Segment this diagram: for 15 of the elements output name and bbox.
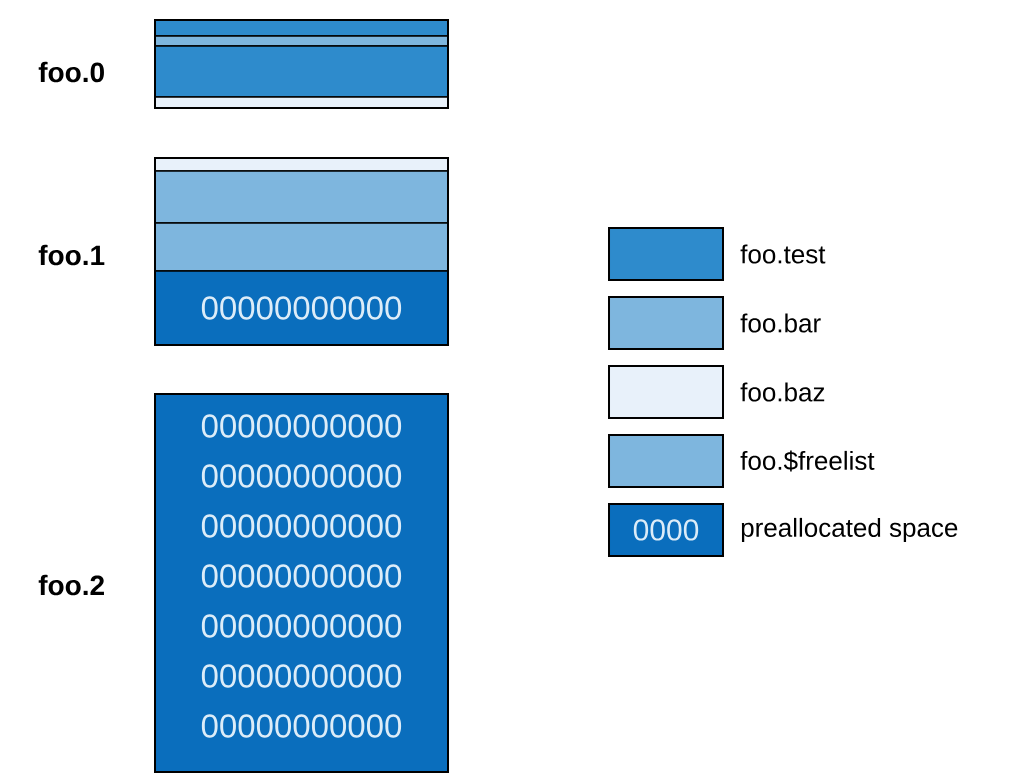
- preallocated-block: foo.2 00000000000 00000000000 00000000000 00000000000 00000000000 00000000000 00000000000: [38, 393, 449, 773]
- node-label: foo.1: [38, 244, 105, 266]
- preallocated-band: 00000000000: [154, 270, 449, 346]
- node-label: foo.2: [38, 574, 104, 596]
- legend-text: foo.$freelist: [740, 450, 875, 472]
- legend-text: preallocated space: [741, 517, 958, 543]
- legend-text: foo.test: [740, 244, 826, 264]
- record-band: [154, 170, 449, 224]
- record-band: [154, 45, 449, 98]
- record-band: [154, 222, 449, 272]
- legend-text: foo.baz: [740, 382, 825, 402]
- legend-text: foo.bar: [740, 313, 821, 333]
- record-band: [154, 96, 449, 109]
- node-label: foo.0: [38, 61, 104, 83]
- swatch-label: 0000: [633, 519, 699, 541]
